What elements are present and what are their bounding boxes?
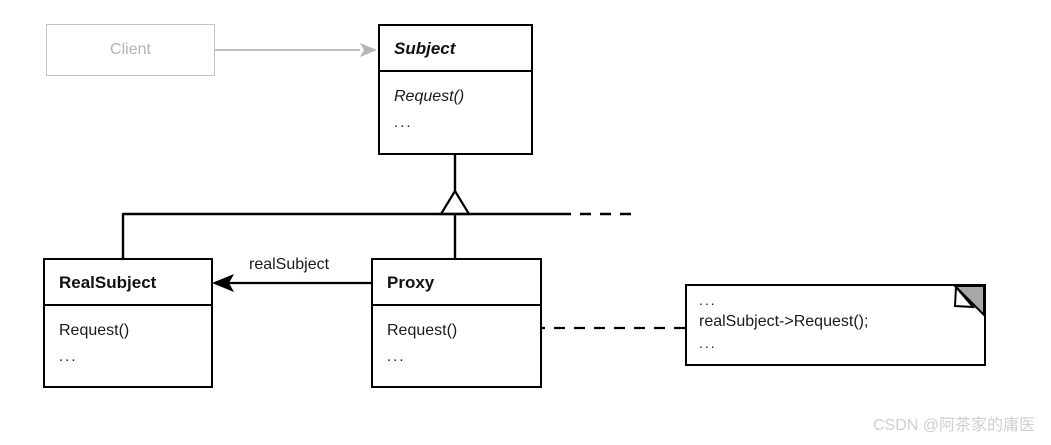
operation-item: ...	[59, 348, 78, 365]
note-fold-flap-icon	[953, 284, 976, 309]
class-box-proxy[interactable]: Proxy Request() ...	[371, 258, 542, 388]
operation-item: Request()	[59, 322, 130, 339]
watermark-label: CSDN @阿茶家的庸医	[872, 417, 1035, 434]
note-line: ...	[699, 292, 717, 308]
note-fold-layer	[952, 284, 985, 318]
client-to-subject-arrowhead	[360, 43, 377, 57]
note-line: ...	[699, 335, 717, 351]
note-line: realSubject->Request();	[699, 313, 869, 330]
operation-item: ...	[394, 114, 413, 131]
client-box[interactable]: Client	[46, 24, 215, 76]
association-label-realsubject: realSubject	[246, 256, 333, 274]
class-operations-realsubject: Request() ...	[45, 306, 211, 370]
class-box-subject[interactable]: Subject Request() ...	[378, 24, 533, 155]
class-name-proxy: Proxy	[373, 260, 540, 306]
proxy-to-realsubject-arrowhead	[212, 274, 234, 292]
note-body	[685, 284, 986, 366]
class-operations-proxy: Request() ...	[373, 306, 540, 370]
note-box[interactable]: ... realSubject->Request(); ...	[685, 284, 986, 366]
note-text: ... realSubject->Request(); ...	[699, 290, 978, 353]
class-box-realsubject[interactable]: RealSubject Request() ...	[43, 258, 213, 388]
operation-item: ...	[387, 348, 406, 365]
operation-item: Request()	[387, 322, 458, 339]
class-name-subject: Subject	[380, 26, 531, 72]
client-label: Client	[110, 41, 151, 58]
class-operations-subject: Request() ...	[380, 72, 531, 136]
class-name-realsubject: RealSubject	[45, 260, 211, 306]
operation-item: Request()	[394, 88, 465, 105]
generalization-triangle-icon	[439, 188, 471, 216]
